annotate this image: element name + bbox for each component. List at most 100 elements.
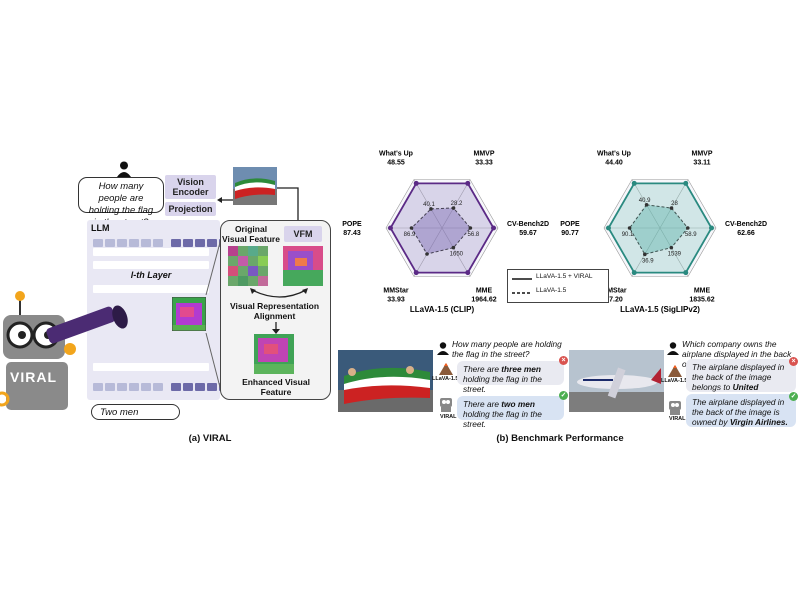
radar-point-base xyxy=(409,226,414,230)
vfm-feature-map xyxy=(283,246,323,286)
layer-row xyxy=(93,261,209,269)
radar-inner-label: 40.9 xyxy=(639,198,651,204)
radar-point-base xyxy=(669,206,674,210)
radar-axis-value: 48.55 xyxy=(387,160,405,167)
vision-encoder-label: Vision Encoder xyxy=(172,177,209,197)
radar-inner-label: 40.1 xyxy=(423,202,435,208)
legend-dashed-line xyxy=(512,292,532,294)
vfm-box: VFM xyxy=(284,226,322,242)
radar-axis-label: MME xyxy=(694,287,711,294)
radar-spoke xyxy=(631,227,661,277)
projection-label: Projection xyxy=(168,204,213,214)
radar-point-viral xyxy=(387,225,393,231)
radar-point-base xyxy=(429,207,433,211)
radar-axis-label: MMVP xyxy=(692,151,713,158)
radar-spoke xyxy=(413,227,443,277)
radar-point-viral xyxy=(491,225,497,231)
qa1-base-pre: There are xyxy=(463,364,502,374)
flag-example-photo xyxy=(338,350,433,412)
left-caption: (a) VIRAL xyxy=(188,433,232,444)
radar-axis-label: POPE xyxy=(342,221,362,228)
qa2-base-pre: The airplane displayed in the back of th… xyxy=(692,362,785,392)
zoom-lines xyxy=(205,234,223,396)
radar-inner-label: 56.8 xyxy=(468,232,480,238)
layer-row xyxy=(93,285,209,293)
qa2-base-answer: The airplane displayed in the back of th… xyxy=(686,359,796,402)
qa1-base-post: holding the flag in the street. xyxy=(463,374,542,394)
projection-box: Projection xyxy=(165,202,216,216)
legend-viral: LLaVA-1.5 + VIRAL xyxy=(536,273,593,280)
qa2-viral-bold: Virgin Airlines. xyxy=(729,417,788,427)
question-bubble: How many people are holding the flag in … xyxy=(78,177,164,228)
radar-axis-value: 37.20 xyxy=(605,296,623,303)
radar-axis-value: 90.77 xyxy=(561,230,579,237)
radar-title: LLaVA-1.5 (CLIP) xyxy=(410,305,475,314)
radar-inner-label: 1650 xyxy=(450,252,464,258)
check-mark-icon: ✓ xyxy=(789,392,798,401)
radar-spoke xyxy=(659,179,689,229)
chart-legend: LLaVA-1.5 + VIRAL LLaVA-1.5 xyxy=(507,269,609,303)
radar-inner-label: 58.9 xyxy=(685,232,697,238)
radar-point-base xyxy=(669,245,674,250)
qa1-question: How many people are holding the flag in … xyxy=(452,339,562,359)
radar-point-viral xyxy=(683,270,689,276)
radar-point-viral xyxy=(605,225,611,231)
viral-robot-mascot xyxy=(0,291,128,410)
viral-robot-icon xyxy=(440,398,452,412)
radar-axis-label: What's Up xyxy=(379,151,413,158)
street-flag-photo xyxy=(233,167,277,205)
enhanced-feature-label: Enhanced Visual Feature xyxy=(242,377,310,397)
radar-point-viral xyxy=(683,180,689,186)
radar-axis-label: What's Up xyxy=(597,151,631,158)
llava-volcano-icon xyxy=(668,365,682,377)
radar-axis-value: 59.67 xyxy=(519,230,537,237)
answer-text: Two men xyxy=(100,407,139,418)
radar-spoke xyxy=(441,227,471,277)
radar-axis-label: MMVP xyxy=(474,151,495,158)
radar-axis-value: 87.43 xyxy=(343,230,361,237)
radar-axis-value: 33.33 xyxy=(475,160,493,167)
radar-axis-value: 1964.62 xyxy=(471,296,496,303)
radar-axis-value: 44.40 xyxy=(605,160,623,167)
qa2-model-viral: VIRAL xyxy=(669,416,686,422)
radar-point-viral xyxy=(413,180,419,186)
user-icon xyxy=(437,342,449,355)
llm-feature-map xyxy=(172,297,206,331)
check-mark-icon: ✓ xyxy=(559,391,568,400)
layer-label: l-th Layer xyxy=(130,270,172,280)
llm-label: LLM xyxy=(91,223,110,233)
llava-volcano-icon xyxy=(439,363,453,375)
layer-row xyxy=(93,363,209,371)
wrong-mark-icon: × xyxy=(559,356,568,365)
radar-axis-value: 1835.62 xyxy=(689,296,714,303)
radar-inner-label: 1539 xyxy=(668,252,682,258)
radar-axis-label: MMStar xyxy=(601,287,627,294)
radar-point-base xyxy=(644,202,649,207)
radar-point-viral xyxy=(465,180,471,186)
vision-encoder-box: Vision Encoder xyxy=(165,175,216,199)
radar-inner-label: 36.9 xyxy=(642,258,654,264)
airplane-example-photo xyxy=(569,350,664,412)
alignment-label: Visual Representation Alignment xyxy=(229,301,320,321)
qa1-model-base: LLaVA-1.5 xyxy=(432,376,459,382)
qa2-model-base: LLaVA-1.5 xyxy=(661,378,688,384)
radar-point-base xyxy=(451,206,456,210)
wrong-mark-icon: × xyxy=(789,357,798,366)
radar-point-viral xyxy=(465,270,471,276)
radar-axis-label: CV-Bench2D xyxy=(507,221,549,228)
input-tokens xyxy=(93,234,231,252)
radar-inner-label: 90.1 xyxy=(622,232,634,238)
qa1-viral-post: holding the flag in the street. xyxy=(463,409,542,429)
radar-point-viral xyxy=(631,270,637,276)
radar-axis-value: 33.93 xyxy=(387,296,405,303)
radar-axis-label: MME xyxy=(476,287,493,294)
radar-point-base xyxy=(643,252,647,257)
qa1-viral-pre: There are xyxy=(463,399,502,409)
radar-inner-label: 28.2 xyxy=(451,201,463,207)
legend-base: LLaVA-1.5 xyxy=(536,287,567,294)
radar-point-base xyxy=(451,245,456,250)
radar-spoke xyxy=(441,179,471,229)
original-feature-label: Original Visual Feature xyxy=(222,224,280,244)
